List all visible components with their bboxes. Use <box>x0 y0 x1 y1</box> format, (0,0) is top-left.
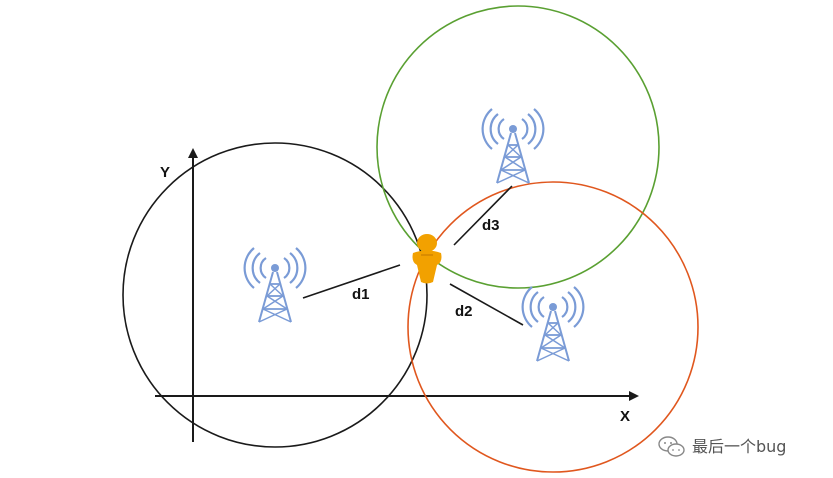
target-person-icon <box>412 234 442 284</box>
watermark-text: 最后一个bug <box>692 437 786 456</box>
range-circle-1 <box>122 142 428 448</box>
x-axis-label: X <box>620 408 630 425</box>
distance-label-d2: d2 <box>455 303 473 320</box>
range-circle-3 <box>376 5 660 289</box>
y-axis-label: Y <box>160 164 170 181</box>
cell-tower-1-icon <box>243 246 307 324</box>
distance-label-d3: d3 <box>482 217 500 234</box>
cell-tower-2-icon <box>521 285 585 363</box>
cell-tower-3-icon <box>481 107 545 185</box>
distance-label-d1: d1 <box>352 286 370 303</box>
distance-line-d1 <box>302 264 401 299</box>
distance-line-d3 <box>453 185 513 246</box>
range-circle-2 <box>407 181 699 473</box>
distance-line-d2 <box>449 283 524 326</box>
wechat-icon <box>658 436 685 457</box>
